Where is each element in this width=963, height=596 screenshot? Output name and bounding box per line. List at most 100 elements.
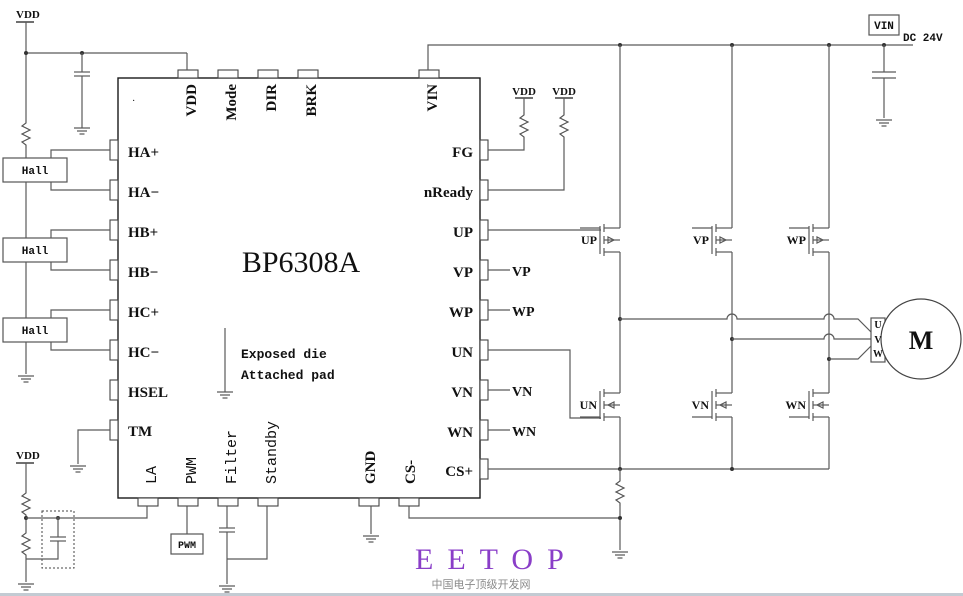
low-mosfet-label-1: VN <box>692 398 710 412</box>
phase-wires <box>618 313 872 361</box>
pin-label-ha-plus: HA+ <box>128 145 159 161</box>
pin-label-cs-minus: CS- <box>403 460 419 484</box>
optional-capacitor-box <box>41 510 75 569</box>
pin-label-gnd: GND <box>363 451 379 485</box>
high-mosfet-1: VP <box>692 224 732 256</box>
pin-up <box>479 219 489 241</box>
tm-wire <box>77 429 110 464</box>
pin-label-up: UP <box>453 225 473 241</box>
pin-label-cs-plus: CS+ <box>445 464 473 480</box>
exposed-pad-ground: Exposed die Attached pad <box>216 328 335 399</box>
pin-tm <box>109 419 119 441</box>
pin-vn <box>479 379 489 401</box>
low-mosfet-label-2: WN <box>785 398 806 412</box>
motor-terminal-w: W <box>873 349 883 360</box>
pad-note-line2: Attached pad <box>241 368 335 383</box>
pin-label-ha-minus: HA− <box>128 185 159 201</box>
pin-label-standby: Standby <box>264 421 281 484</box>
pwm-input: PWM <box>170 506 204 555</box>
net-label-vp: VP <box>512 265 531 280</box>
low-mosfet-1: VN <box>692 389 732 421</box>
pwm-source-label: PWM <box>178 541 196 552</box>
pin-hb-plus <box>109 219 119 241</box>
pin-label-tm: TM <box>128 424 152 440</box>
low-mosfet-0: UN <box>580 389 620 421</box>
pin-label-fg: FG <box>452 145 473 161</box>
pin-vin <box>418 69 440 79</box>
hall-sensor-c-label: Hall <box>22 326 49 338</box>
pin-brk <box>297 69 319 79</box>
vin-source-box <box>868 14 900 36</box>
fg-nready-pullups: VDD VDD <box>488 86 576 191</box>
pin-label-vn: VN <box>451 385 473 401</box>
vdd-label-la: VDD <box>16 450 40 462</box>
vdd-label: VDD <box>16 9 40 21</box>
vin-rail: VIN DC 24V <box>427 14 943 127</box>
mosfet-bridge: UP UN VP VN WP WN <box>580 45 830 469</box>
pin-label-wp: WP <box>449 305 473 321</box>
pin-label-hc-plus: HC+ <box>128 305 159 321</box>
pin-hc-minus <box>109 339 119 361</box>
bottom-border <box>0 593 963 596</box>
vin-source-label: VIN <box>874 21 894 33</box>
pin1-marker: · <box>132 96 135 107</box>
net-label-wp: WP <box>512 305 535 320</box>
pin-ha-plus <box>109 139 119 161</box>
pin-label-un: UN <box>451 345 473 361</box>
pin-fg <box>479 139 489 161</box>
left-pins: HA+ HA− HB+ HB− HC+ HC− HSEL TM <box>109 139 168 441</box>
hall-sensor-b-label: Hall <box>22 246 49 258</box>
pin-pwm <box>177 497 199 507</box>
pin-label-filter: Filter <box>224 430 241 484</box>
filter-standby <box>218 506 268 593</box>
bottom-pins: LA PWM Filter Standby GND CS- <box>137 421 420 507</box>
pin-label-vin: VIN <box>425 84 441 112</box>
pad-note-line1: Exposed die <box>241 347 327 362</box>
high-mosfet-0: UP <box>580 224 620 256</box>
motor-terminal-v: V <box>874 335 882 346</box>
hall-sensor-b <box>2 237 68 263</box>
motor-symbol <box>880 298 962 380</box>
high-mosfet-label-0: UP <box>581 233 597 247</box>
low-mosfet-2: WN <box>785 389 829 421</box>
chip-net-stubs: VP WP VN WN <box>488 229 829 470</box>
pin-wn <box>479 419 489 441</box>
pin-cs-plus <box>479 458 489 480</box>
ic-body <box>117 77 481 499</box>
motor-terminal-u: U <box>874 320 881 331</box>
net-label-vn: VN <box>512 385 532 400</box>
pin-ha-minus <box>109 179 119 201</box>
pin-label-hsel: HSEL <box>128 385 168 401</box>
pin-label-hc-minus: HC− <box>128 345 159 361</box>
pin-hsel <box>109 379 119 401</box>
pin-label-nready: nReady <box>424 185 474 201</box>
pin-gnd <box>358 497 380 507</box>
shunt-resistor <box>611 467 734 559</box>
pin-standby <box>257 497 279 507</box>
high-mosfet-label-2: WP <box>787 233 806 247</box>
pin-label-brk: BRK <box>304 84 320 117</box>
high-mosfet-2: WP <box>787 224 829 256</box>
pin-filter <box>217 497 239 507</box>
dc-voltage-label: DC 24V <box>903 33 943 45</box>
watermark-subtitle: 中国电子顶级开发网 <box>432 577 531 591</box>
motor: U V W M <box>870 298 962 380</box>
net-label-wn: WN <box>512 425 536 440</box>
pin-un <box>479 339 489 361</box>
pin-label-vdd: VDD <box>184 84 200 117</box>
high-mosfet-label-1: VP <box>693 233 709 247</box>
pin-hb-minus <box>109 259 119 281</box>
cs-minus-wire <box>408 506 620 519</box>
pin-label-mode: Mode <box>224 84 240 121</box>
pin-vdd <box>177 69 199 79</box>
vdd-label-fg: VDD <box>512 86 536 98</box>
pin-vp <box>479 259 489 281</box>
pin-label-hb-minus: HB− <box>128 265 158 281</box>
pin-label-wn: WN <box>447 425 473 441</box>
motor-label: M <box>909 326 934 355</box>
pin-label-la: LA <box>144 466 161 484</box>
vdd-supply-left: VDD <box>16 9 188 158</box>
pwm-source-box <box>170 533 204 555</box>
hall-sensor-a-label: Hall <box>22 166 49 178</box>
